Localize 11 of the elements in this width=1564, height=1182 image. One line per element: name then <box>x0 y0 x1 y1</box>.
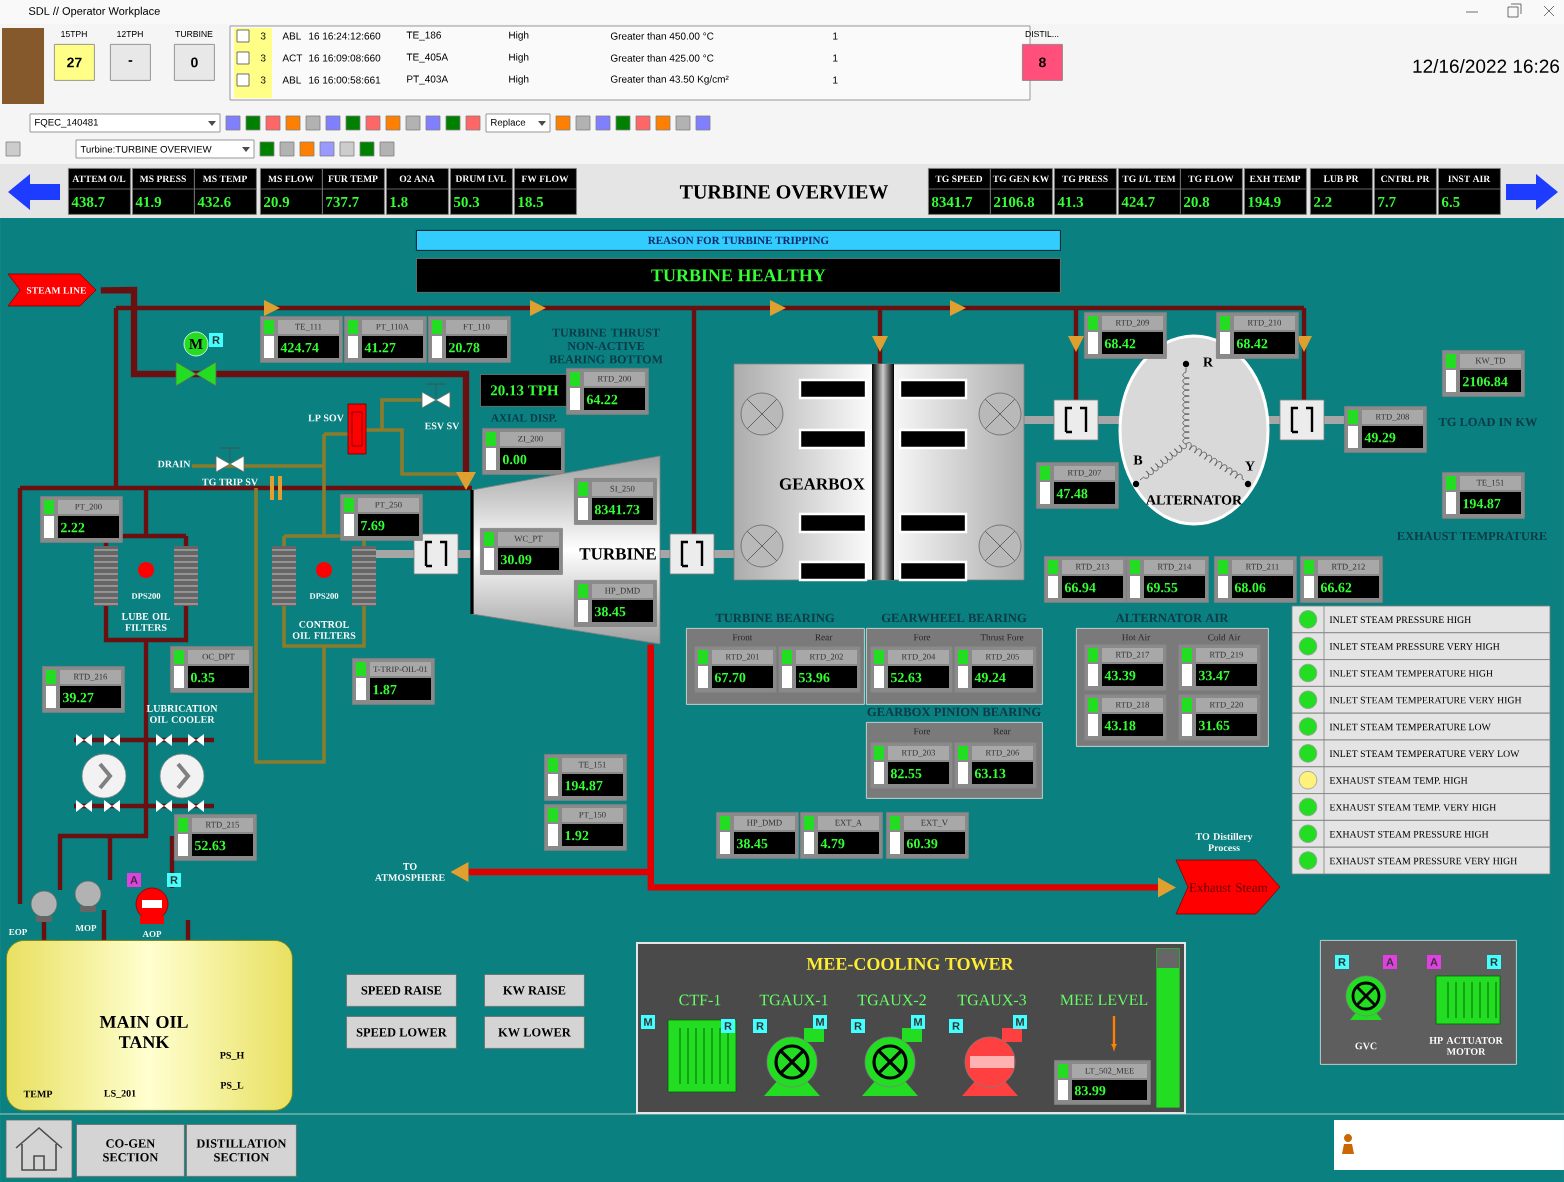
equipment-label: MEE LEVEL <box>1060 994 1148 1006</box>
equipment-label: TGAUX-1 <box>759 994 828 1006</box>
equipment-label: TGAUX-2 <box>857 994 926 1006</box>
equipment-label: TGAUX-3 <box>957 994 1027 1006</box>
date-time-text: 12/16/2022 16:26 <box>1413 59 1560 73</box>
status-banner: TURBINE HEALTHY <box>416 258 1061 293</box>
page-title: TURBINE OVERVIEW <box>679 185 889 199</box>
gearbox-drawing: GEARBOX <box>733 363 1025 582</box>
equipment-label: CTF-1 <box>679 994 721 1006</box>
pipe-arrow <box>100 286 476 490</box>
pipe-arrow <box>450 644 654 882</box>
